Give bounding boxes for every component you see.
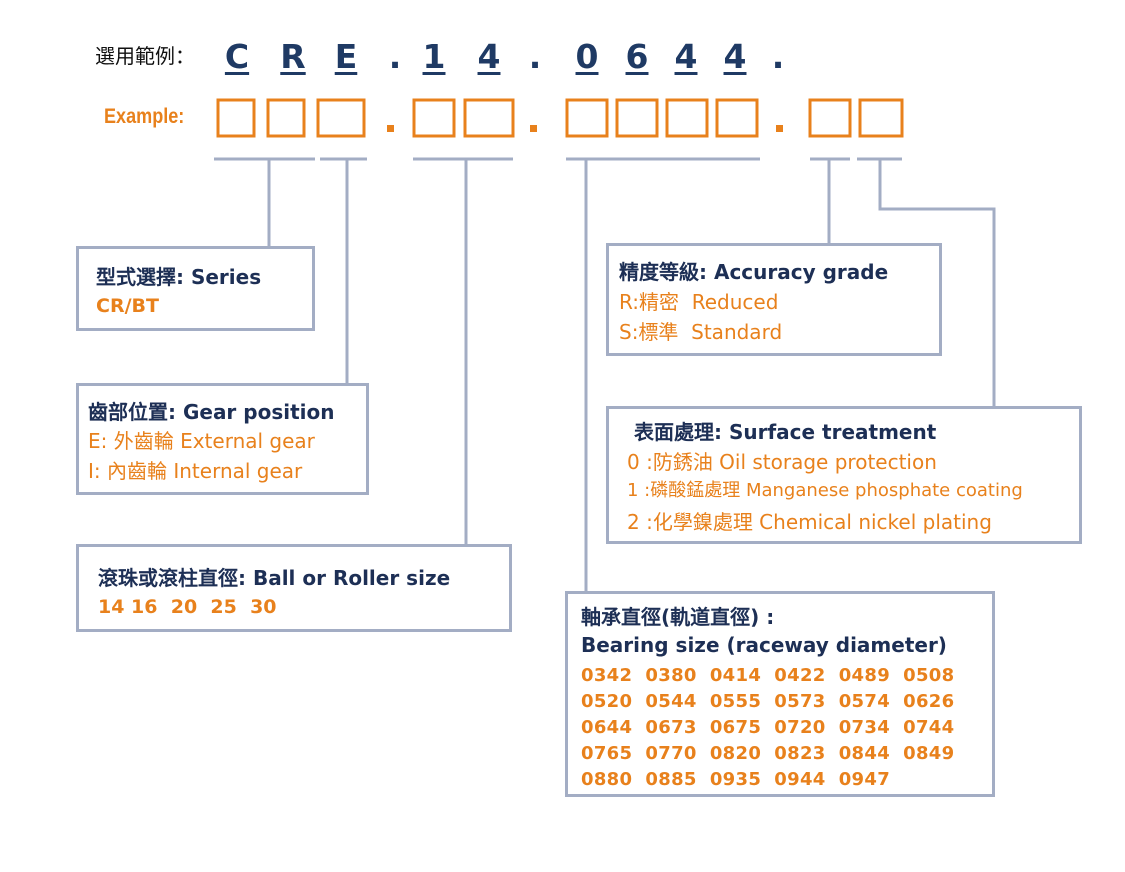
code-char: 4 (674, 37, 698, 76)
gear-option-internal: I: 內齒輪 Internal gear (88, 459, 303, 483)
code-dot: . (388, 37, 402, 76)
series-title: 型式選擇: Series (96, 265, 262, 289)
code-char: 4 (477, 37, 501, 76)
code-char: 0 (575, 37, 599, 76)
bearing-size-box: 軸承直徑(軌道直徑) : Bearing size (raceway diame… (565, 591, 995, 797)
code-char: E (334, 37, 358, 76)
bearing-size-row: 0520 0544 0555 0573 0574 0626 (581, 691, 955, 712)
surface-option-1: 1 :磷酸錳處理 Manganese phosphate coating (627, 480, 1023, 501)
series-option: CR/BT (96, 295, 159, 317)
code-slot-bearing-4 (715, 98, 759, 138)
code-slot-bearing-2 (615, 98, 659, 138)
code-slot-size-2 (463, 98, 515, 138)
bearing-size-row: 0765 0770 0820 0823 0844 0849 (581, 743, 955, 764)
gear-position-box: 齒部位置: Gear position E: 外齒輪 External gear… (76, 383, 369, 495)
code-slot-gear (316, 98, 366, 138)
surface-title: 表面處理: Surface treatment (634, 420, 937, 444)
accuracy-option-standard: S:標準 Standard (619, 320, 783, 344)
example-label-zh: 選用範例： (95, 44, 195, 68)
accuracy-box: 精度等級: Accuracy grade R:精密 Reduced S:標準 S… (606, 243, 942, 356)
example-dots (387, 125, 783, 132)
code-char: 1 (422, 37, 446, 76)
code-dot: . (771, 37, 785, 76)
bearing-size-row: 0880 0885 0935 0944 0947 (581, 769, 891, 790)
example-squares (216, 98, 904, 138)
accuracy-option-reduced: R:精密 Reduced (619, 290, 779, 314)
ball-size-options: 14 16 20 25 30 (98, 596, 277, 618)
code-slot-bearing-1 (565, 98, 609, 138)
ball-size-title: 滾珠或滾柱直徑: Ball or Roller size (98, 566, 451, 590)
series-box: 型式選擇: Series CR/BT (76, 246, 315, 331)
bracket-lines (214, 157, 996, 593)
code-dot: . (528, 37, 542, 76)
bearing-subtitle: Bearing size (raceway diameter) (581, 633, 947, 657)
bearing-title: 軸承直徑(軌道直徑) : (581, 605, 775, 629)
code-char: 6 (625, 37, 649, 76)
code-char: 4 (723, 37, 747, 76)
surface-treatment-box: 表面處理: Surface treatment 0 :防銹油 Oil stora… (606, 406, 1082, 544)
code-char: C (224, 37, 250, 76)
example-label: Example: (104, 105, 185, 128)
code-slot-accuracy (808, 98, 852, 138)
surface-option-0: 0 :防銹油 Oil storage protection (627, 450, 937, 474)
code-slot-size-1 (412, 98, 456, 138)
code-slot-series-2 (266, 98, 306, 138)
gear-position-title: 齒部位置: Gear position (88, 400, 335, 424)
surface-option-2: 2 :化學鎳處理 Chemical nickel plating (627, 510, 992, 534)
code-char: R (280, 37, 306, 76)
bearing-size-row: 0644 0673 0675 0720 0734 0744 (581, 717, 955, 738)
code-slot-bearing-3 (665, 98, 709, 138)
code-slot-surface (858, 98, 904, 138)
bearing-size-row: 0342 0380 0414 0422 0489 0508 (581, 665, 955, 686)
accuracy-title: 精度等級: Accuracy grade (619, 260, 889, 284)
ball-size-box: 滾珠或滾柱直徑: Ball or Roller size 14 16 20 25… (76, 544, 512, 632)
gear-option-external: E: 外齒輪 External gear (88, 429, 315, 453)
code-slot-series-1 (216, 98, 256, 138)
